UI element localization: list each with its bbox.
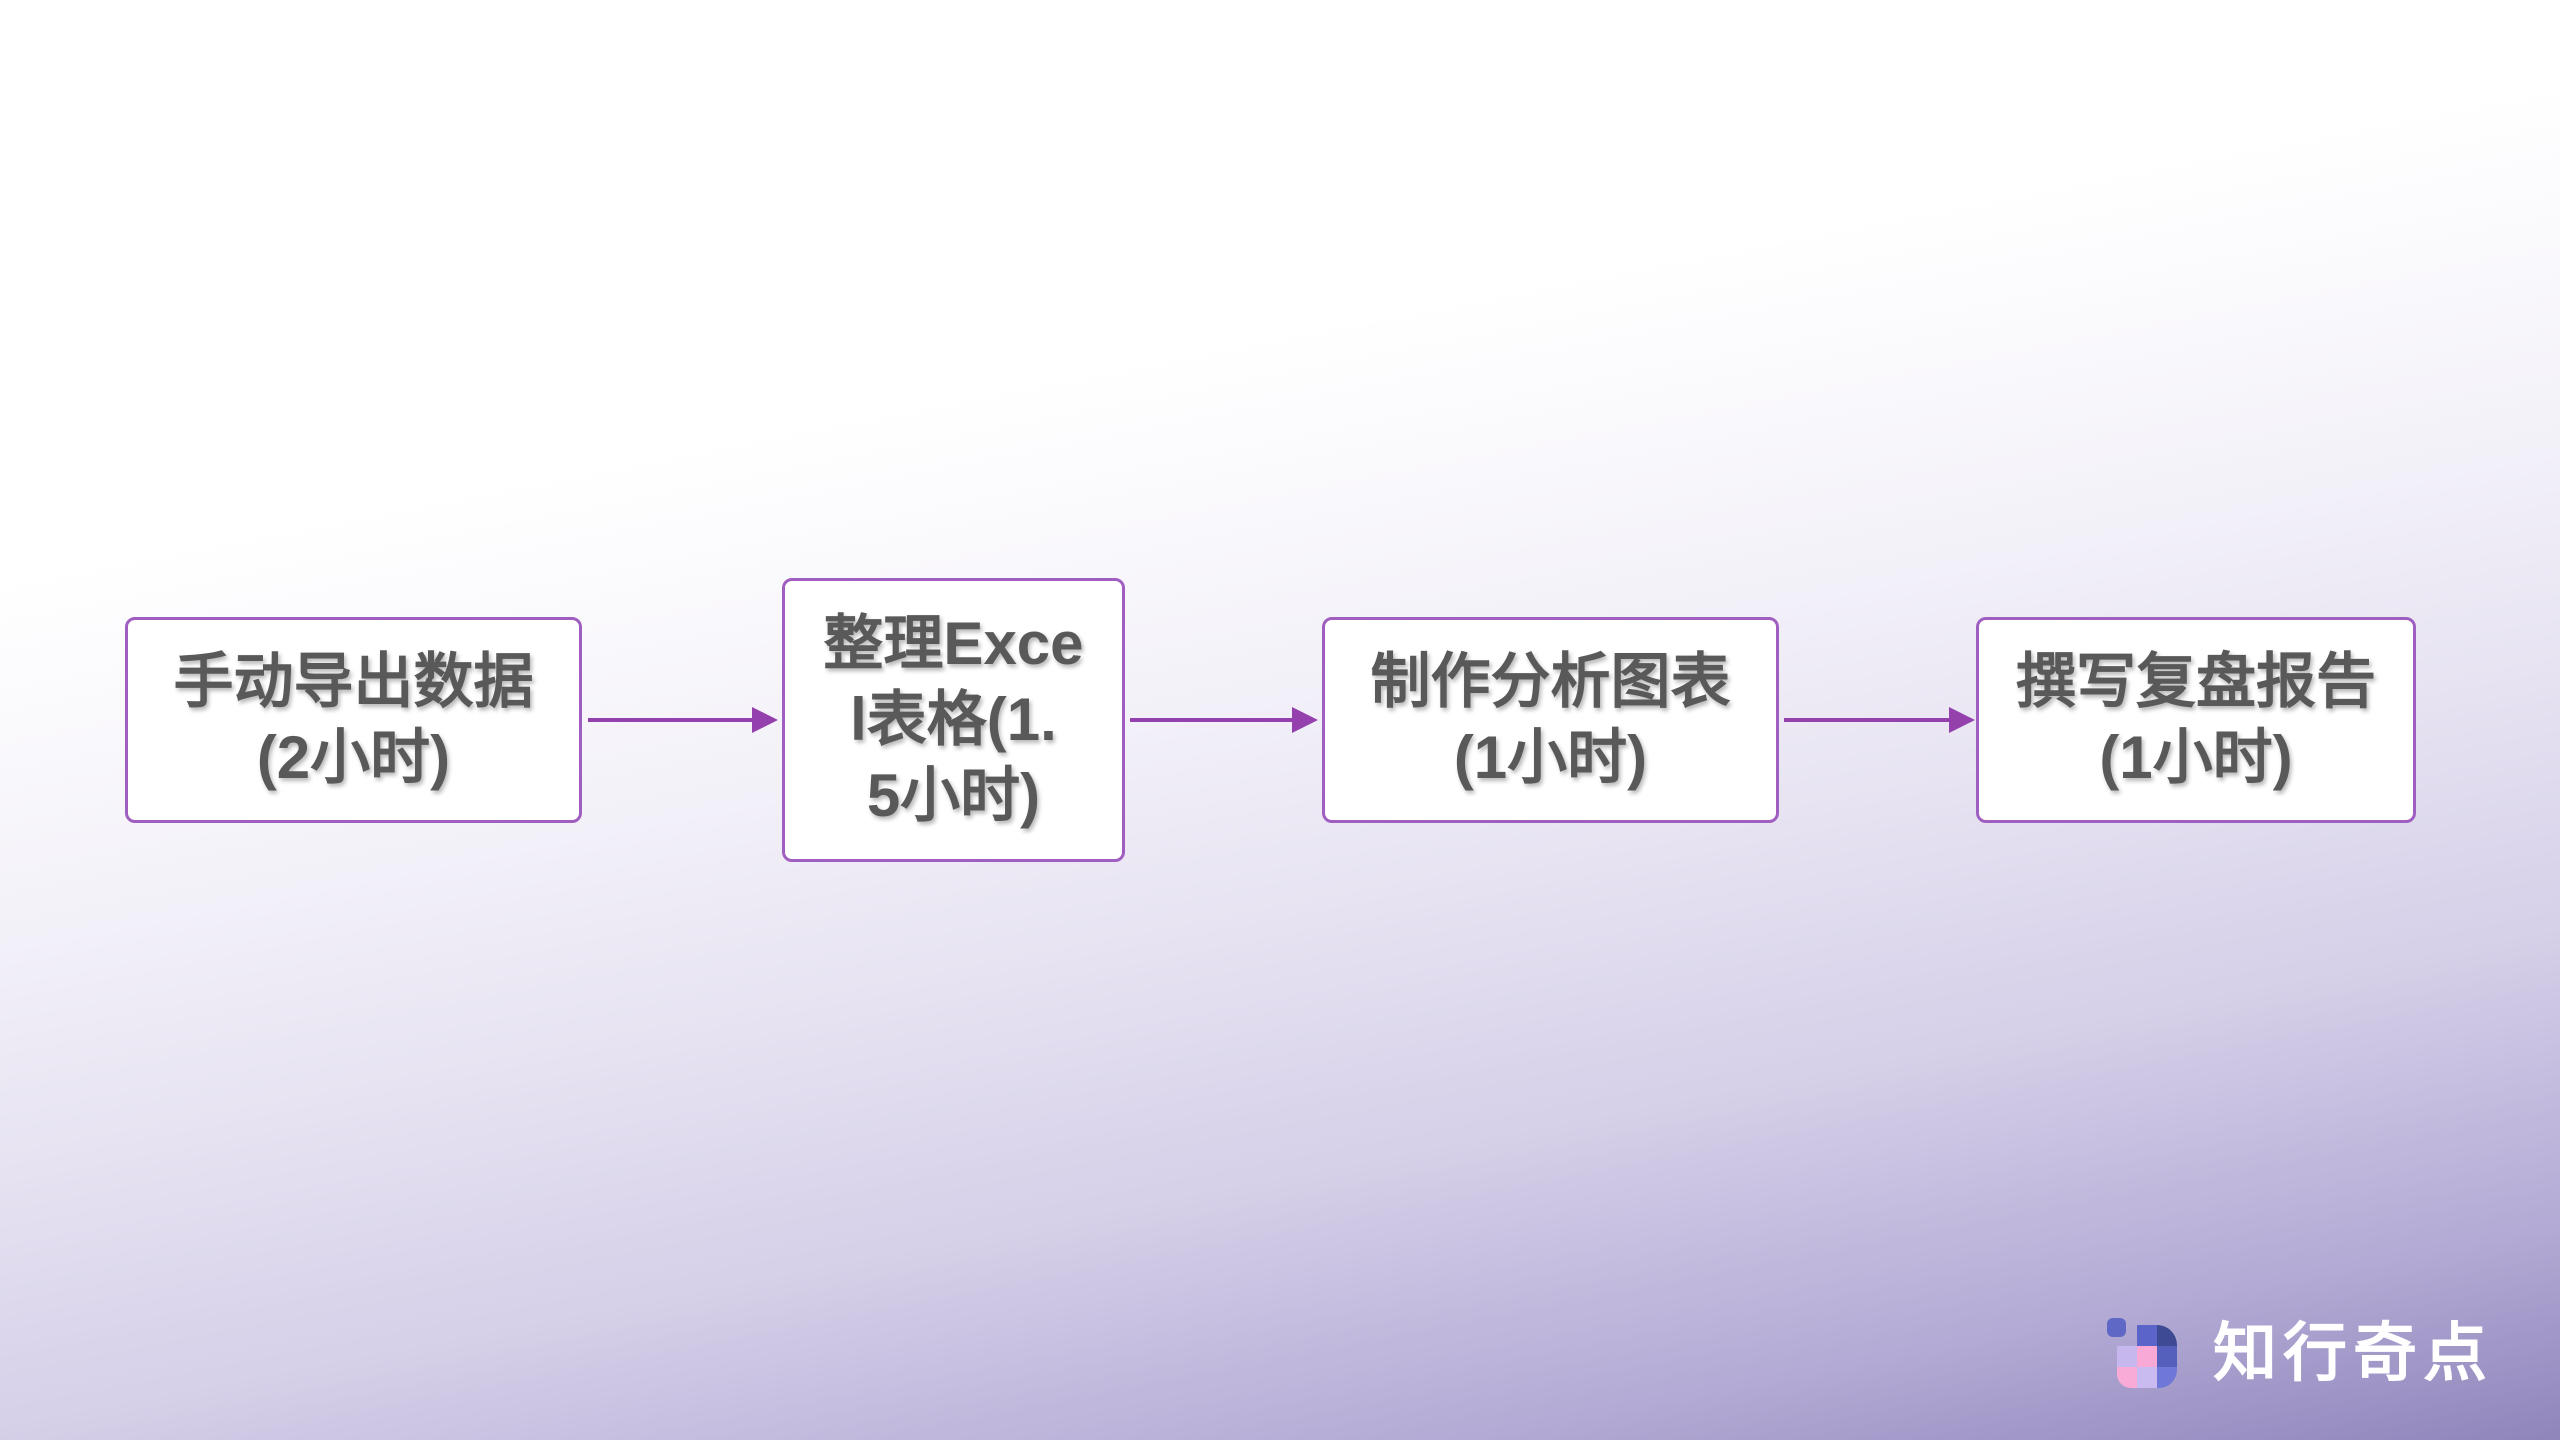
logo-grid-cell bbox=[2137, 1367, 2157, 1388]
flow-step-3-label: 制作分析图表 (1小时) bbox=[1370, 648, 1731, 791]
flow-step-4-label: 撰写复盘报告 (1小时) bbox=[2016, 648, 2376, 791]
flow-connector-3 bbox=[1784, 707, 1975, 733]
logo-detached-square bbox=[2107, 1318, 2126, 1337]
flow-step-2-label: 整理Exce l表格(1. 5小时) bbox=[823, 610, 1084, 829]
flow-connector-2 bbox=[1130, 707, 1318, 733]
logo-grid-cell bbox=[2117, 1346, 2137, 1367]
arrow-line bbox=[1784, 718, 1949, 722]
flow-step-1[interactable]: 手动导出数据 (2小时) bbox=[125, 617, 582, 823]
brand-wordmark: 知行奇点 bbox=[2213, 1317, 2493, 1389]
brand-logo: 知行奇点 bbox=[2107, 1318, 2493, 1388]
logo-grid-cell bbox=[2157, 1346, 2177, 1367]
arrow-right-icon bbox=[752, 707, 778, 733]
logo-grid-cell bbox=[2157, 1367, 2177, 1388]
flow-step-4[interactable]: 撰写复盘报告 (1小时) bbox=[1976, 617, 2416, 823]
arrow-right-icon bbox=[1949, 707, 1975, 733]
logo-grid-cell bbox=[2157, 1325, 2177, 1346]
flow-step-1-label: 手动导出数据 (2小时) bbox=[173, 648, 534, 791]
flow-step-3[interactable]: 制作分析图表 (1小时) bbox=[1322, 617, 1779, 823]
brand-logo-icon bbox=[2107, 1318, 2177, 1388]
logo-grid-cell bbox=[2137, 1325, 2157, 1346]
logo-grid-cell bbox=[2117, 1367, 2137, 1388]
flow-connector-1 bbox=[588, 707, 778, 733]
arrow-line bbox=[1130, 718, 1292, 722]
logo-grid-cell bbox=[2137, 1346, 2157, 1367]
flow-step-2[interactable]: 整理Exce l表格(1. 5小时) bbox=[782, 578, 1125, 862]
arrow-right-icon bbox=[1292, 707, 1318, 733]
logo-grid bbox=[2117, 1325, 2177, 1388]
logo-grid-cell bbox=[2117, 1325, 2137, 1346]
arrow-line bbox=[588, 718, 752, 722]
